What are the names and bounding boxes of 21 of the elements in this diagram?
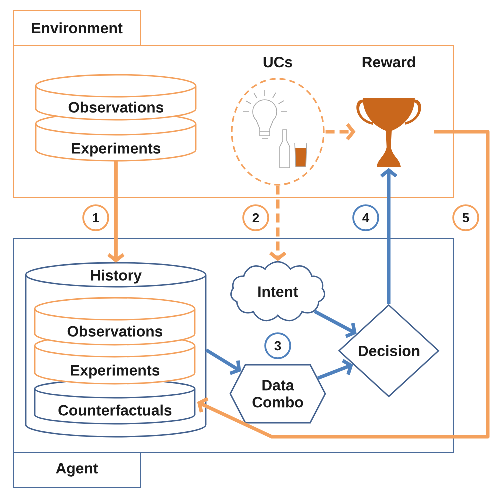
tab: Environment	[13, 10, 142, 46]
callout-number: 3	[264, 332, 292, 360]
callout-number: 5	[452, 204, 480, 232]
arrow	[326, 123, 356, 141]
arrow	[197, 130, 490, 439]
callout-number: 4	[352, 204, 380, 232]
cloud: Intent	[230, 261, 326, 322]
arrow	[269, 186, 287, 262]
arrow	[108, 161, 125, 263]
cylinder: Observations	[34, 297, 196, 346]
callout-number: 2	[242, 204, 270, 232]
tab: Agent	[13, 452, 142, 488]
heading: Reward	[362, 56, 416, 68]
hexagon: Data Combo	[230, 364, 326, 424]
arrow	[314, 310, 357, 338]
arrow	[318, 359, 354, 380]
arrow	[380, 168, 398, 304]
heading: UCs	[264, 57, 292, 68]
callout-number: 1	[82, 204, 110, 232]
cylinder: Observations	[35, 74, 197, 121]
arrow	[206, 348, 242, 376]
